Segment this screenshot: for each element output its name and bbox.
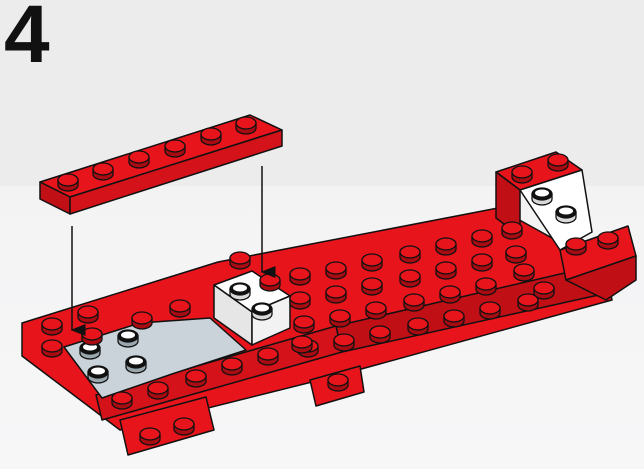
stud — [362, 278, 382, 295]
stud — [82, 328, 102, 345]
stud — [400, 270, 420, 287]
stud — [290, 268, 310, 285]
stud — [566, 238, 586, 255]
stud — [514, 264, 534, 281]
stud — [472, 230, 492, 247]
stud — [370, 326, 390, 343]
stud — [112, 392, 132, 409]
stud — [334, 334, 354, 351]
stud — [42, 318, 62, 335]
stud — [165, 140, 185, 157]
stud — [404, 294, 424, 311]
stud — [476, 278, 496, 295]
stud — [598, 232, 618, 249]
stud — [170, 300, 190, 317]
stud — [400, 246, 420, 263]
stud — [174, 418, 194, 435]
stud — [260, 274, 280, 291]
stud — [328, 374, 348, 391]
stud — [440, 286, 460, 303]
stud — [252, 303, 272, 320]
stud — [436, 238, 456, 255]
stud — [58, 174, 78, 191]
stud — [148, 382, 168, 399]
stud — [292, 336, 312, 353]
stud — [436, 262, 456, 279]
stud — [258, 348, 278, 365]
stud — [129, 151, 149, 168]
stud — [42, 340, 62, 357]
stud — [556, 206, 576, 223]
stud — [330, 310, 350, 327]
stud — [140, 428, 160, 445]
stud — [480, 302, 500, 319]
stud — [506, 246, 526, 263]
red-base-plate — [22, 208, 612, 455]
stud — [362, 254, 382, 271]
stud — [93, 163, 113, 180]
stud — [408, 318, 428, 335]
stud — [518, 294, 538, 311]
stud — [444, 310, 464, 327]
stud — [532, 188, 552, 205]
stud — [230, 252, 250, 269]
stud — [201, 128, 221, 145]
stud — [472, 254, 492, 271]
stud — [326, 262, 346, 279]
stud — [126, 356, 146, 373]
stud — [548, 154, 568, 171]
stud — [230, 283, 250, 300]
stud — [326, 286, 346, 303]
stud — [88, 366, 108, 383]
stud — [78, 306, 98, 323]
stud — [118, 330, 138, 347]
stud — [366, 302, 386, 319]
stud — [186, 370, 206, 387]
stud — [290, 292, 310, 309]
stud — [512, 166, 532, 183]
stud — [132, 312, 152, 329]
stud — [294, 316, 314, 333]
stud — [222, 358, 242, 375]
stud — [236, 117, 256, 134]
stud — [502, 222, 522, 239]
